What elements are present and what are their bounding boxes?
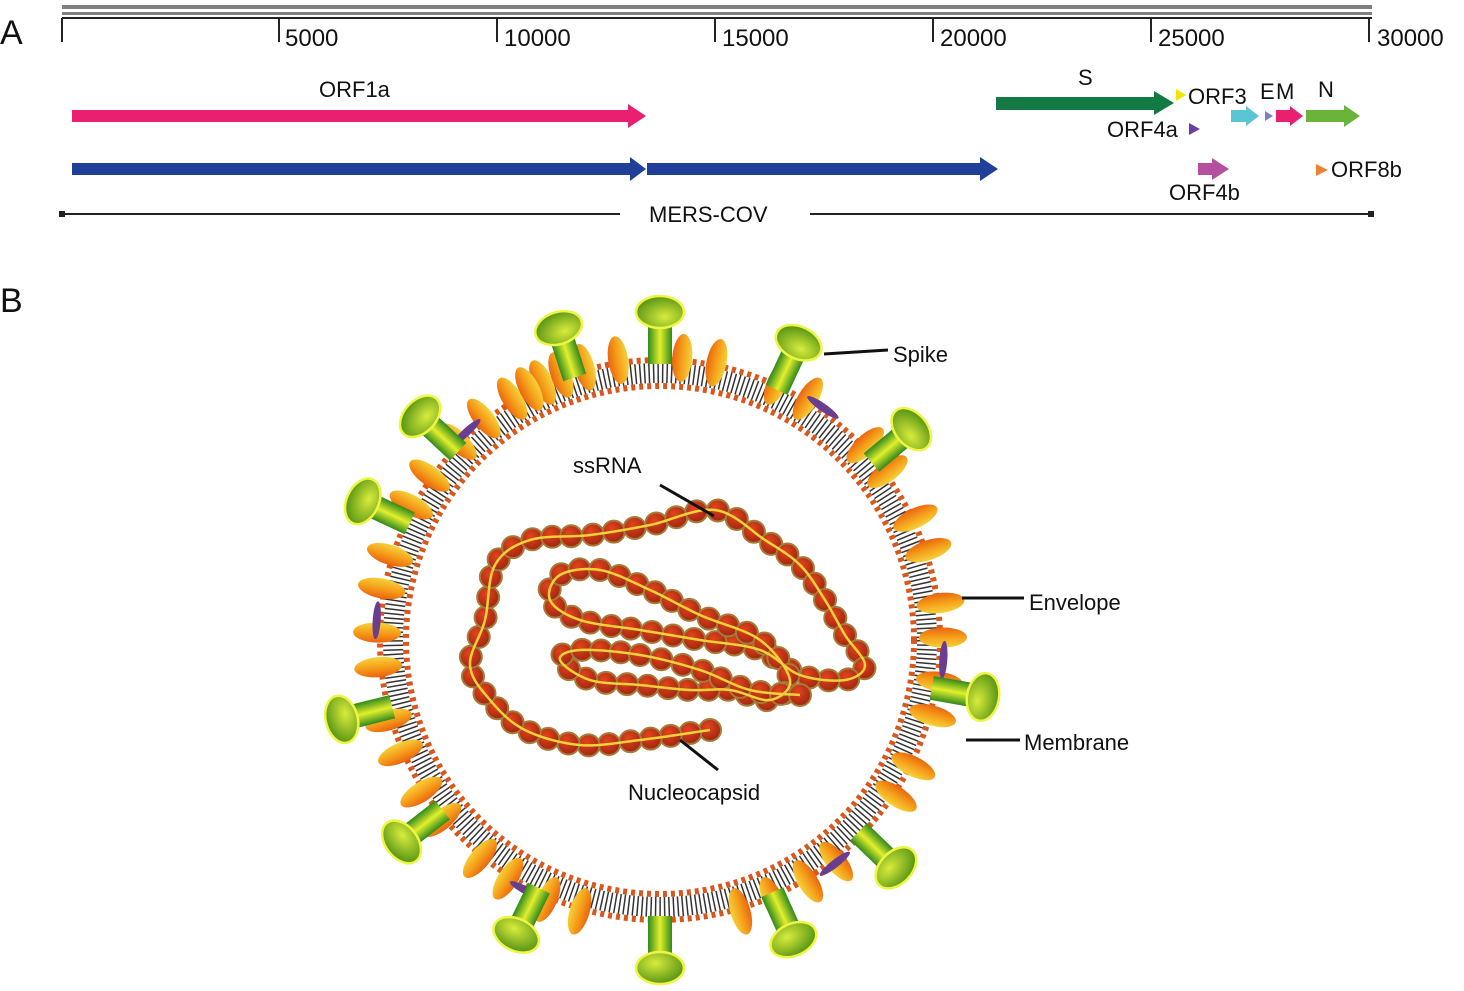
spike-head [774,323,823,362]
ssrna-strand [468,508,867,747]
membrane-protein [466,398,501,439]
ssrna-nucleocapsid [458,498,877,758]
gene-orf4b [1198,158,1229,180]
membrane-protein [567,888,592,935]
genome-line [59,211,1374,217]
membrane-protein [389,490,433,520]
genome-scale-bar: 5000 10000 15000 20000 25000 30000 [61,5,1444,52]
membrane-protein [378,739,423,767]
spike-head [634,950,686,986]
spike-head [343,477,382,526]
gene-orf5 [1231,106,1259,126]
label-nucleocapsid: Nucleocapsid [628,780,760,805]
membrane-protein [400,776,443,808]
membrane-protein [672,333,693,382]
label-envelope: Envelope [1029,590,1121,615]
label-membrane: Membrane [1024,730,1129,755]
virion-diagram [323,294,1001,986]
gene-label-orf4a: ORF4a [1107,117,1179,142]
gene-s [996,91,1174,115]
label-spike: Spike [893,342,948,367]
tick-label: 15000 [722,25,789,52]
membrane-protein [358,577,406,600]
tick-label: 10000 [504,25,571,52]
spike-head [769,920,818,959]
membrane-protein [492,857,524,900]
spike-head [398,394,442,439]
gene-label-n: N [1318,77,1334,102]
gene-n [1306,105,1360,127]
bilayer-inner-heads [403,383,917,897]
membrane-protein [496,377,528,420]
label-leader-lines [659,348,1024,772]
membrane-protein [705,339,728,387]
membrane-protein [893,504,938,532]
membrane-protein [462,838,498,878]
spike-head [380,819,423,865]
label-ssrna: ssRNA [573,453,642,478]
membrane-protein [409,459,450,492]
spike-stem [368,495,415,535]
gene-label-orf8b: ORF8b [1331,157,1402,182]
envelope-protein [939,640,948,679]
membrane-protein [728,888,753,935]
spike-proteins [323,294,1001,986]
gene-label-m: M [1276,79,1294,104]
gene-label-orf4b: ORF4b [1169,180,1240,205]
panel-a-label: A [0,14,23,52]
spike-stem [510,882,550,930]
gene-orf4a [1189,123,1200,135]
gene-label-orf1a: ORF1a [319,77,391,102]
spike-head [965,671,1001,723]
membrane-protein [515,367,544,411]
spike-head [874,846,918,890]
membrane-protein [909,704,956,728]
membrane-protein [354,656,403,678]
spike-head [492,915,541,954]
genome-label: MERS-COV [649,202,768,227]
gene-orf1b [72,157,998,181]
membrane-protein [846,427,885,464]
tick-label: 30000 [1377,25,1444,52]
panel-b-label: B [0,282,23,320]
gene-label-e: E [1260,79,1275,104]
membrane-protein [607,336,629,384]
envelope-protein [372,601,381,640]
membrane-protein [548,352,574,398]
spike-stem [350,695,396,729]
tick-label: 5000 [285,25,338,52]
spike-stem [761,887,800,934]
gene-orf8b [1316,164,1328,176]
membrane-protein [918,627,967,648]
spike-stem [550,335,587,382]
spike-head [890,406,933,452]
spike-stem [648,916,672,956]
membrane-protein [792,860,824,903]
spike-head [323,694,360,745]
gene-orf1a [72,104,646,128]
membrane-protein [875,780,917,812]
tick-label: 25000 [1158,25,1225,52]
membrane-protein [367,542,414,567]
membrane-protein [905,538,952,563]
spike-head [534,309,584,347]
gene-m [1276,106,1303,126]
spike-stem [765,348,805,395]
gene-label-orf3: ORF3 [1188,84,1247,109]
envelope-protein [819,851,851,876]
spike-stem [648,324,672,364]
membrane-protein [916,592,965,614]
gene-orf3 [1176,89,1186,101]
membrane-protein [867,455,908,489]
spike-stem [929,676,974,707]
membrane-protein [891,752,936,781]
envelope-protein [807,395,839,419]
membrane-protein [529,360,557,405]
gene-e [1265,111,1273,121]
tick-label: 20000 [940,25,1007,52]
spike-head [634,294,686,330]
gene-label-s: S [1078,65,1093,90]
